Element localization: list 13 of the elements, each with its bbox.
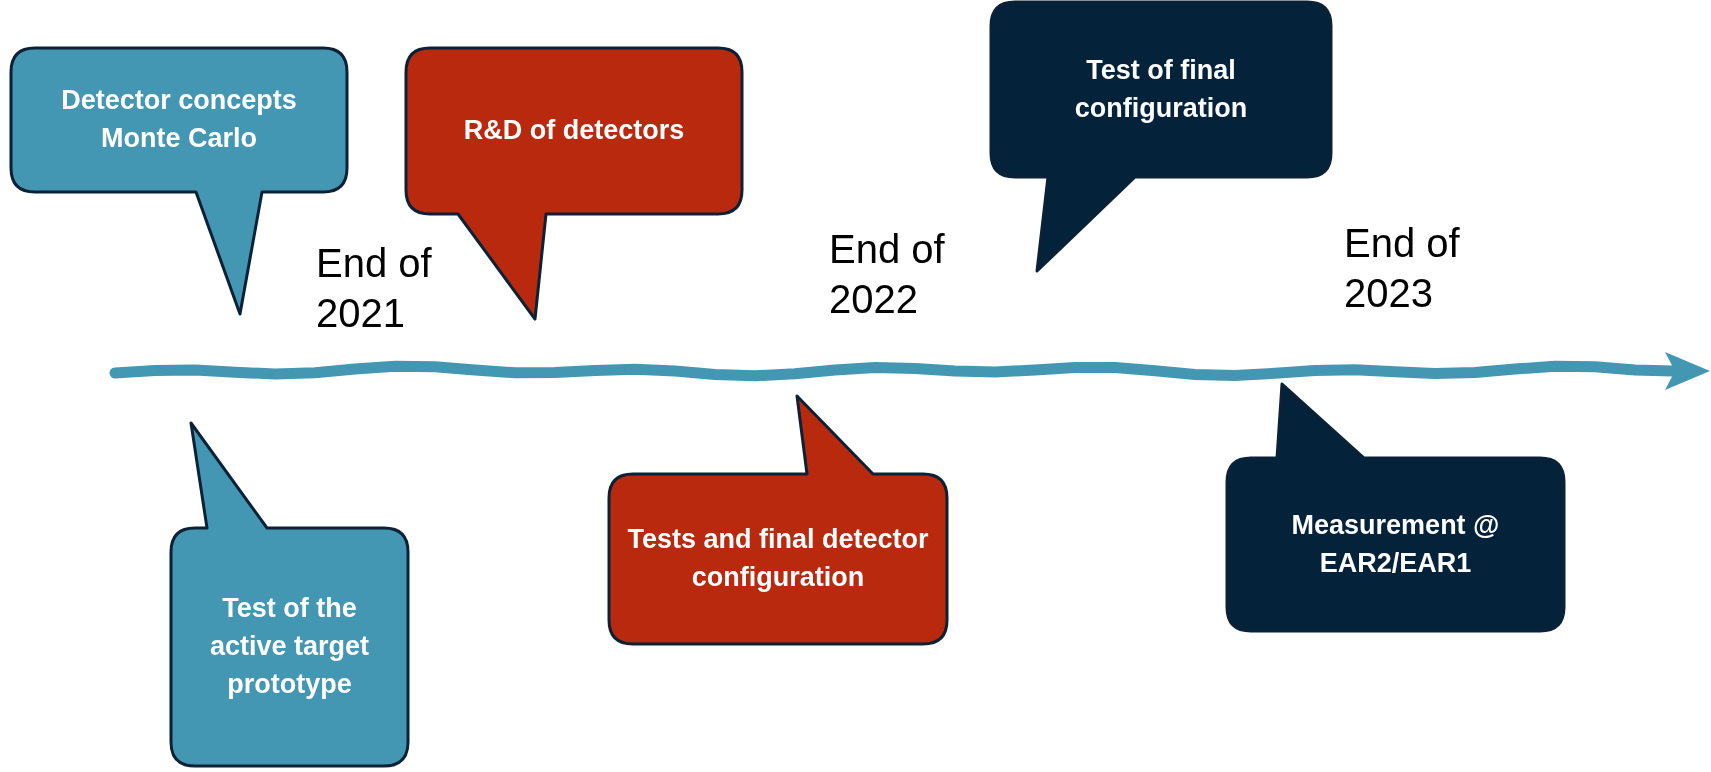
bubble-text: Test of final configuration (1073, 53, 1249, 125)
speech-bubble (991, 2, 1331, 271)
speech-bubble (171, 423, 408, 766)
date-label: End of 2023 (1344, 220, 1461, 317)
date-label: End of 2022 (829, 226, 946, 323)
speech-bubble (1227, 384, 1564, 631)
bubble-text: R&D of detectors (463, 114, 685, 148)
bubble-text: Detector concepts Monte Carlo (60, 84, 298, 155)
bubble-text: Tests and final detector configuration (626, 523, 930, 594)
speech-bubble (609, 396, 947, 644)
bubble-text: Test of the active target prototype (208, 592, 371, 701)
bubble-text: Measurement @ EAR2/EAR1 (1290, 508, 1501, 580)
date-label: End of 2021 (316, 240, 433, 337)
